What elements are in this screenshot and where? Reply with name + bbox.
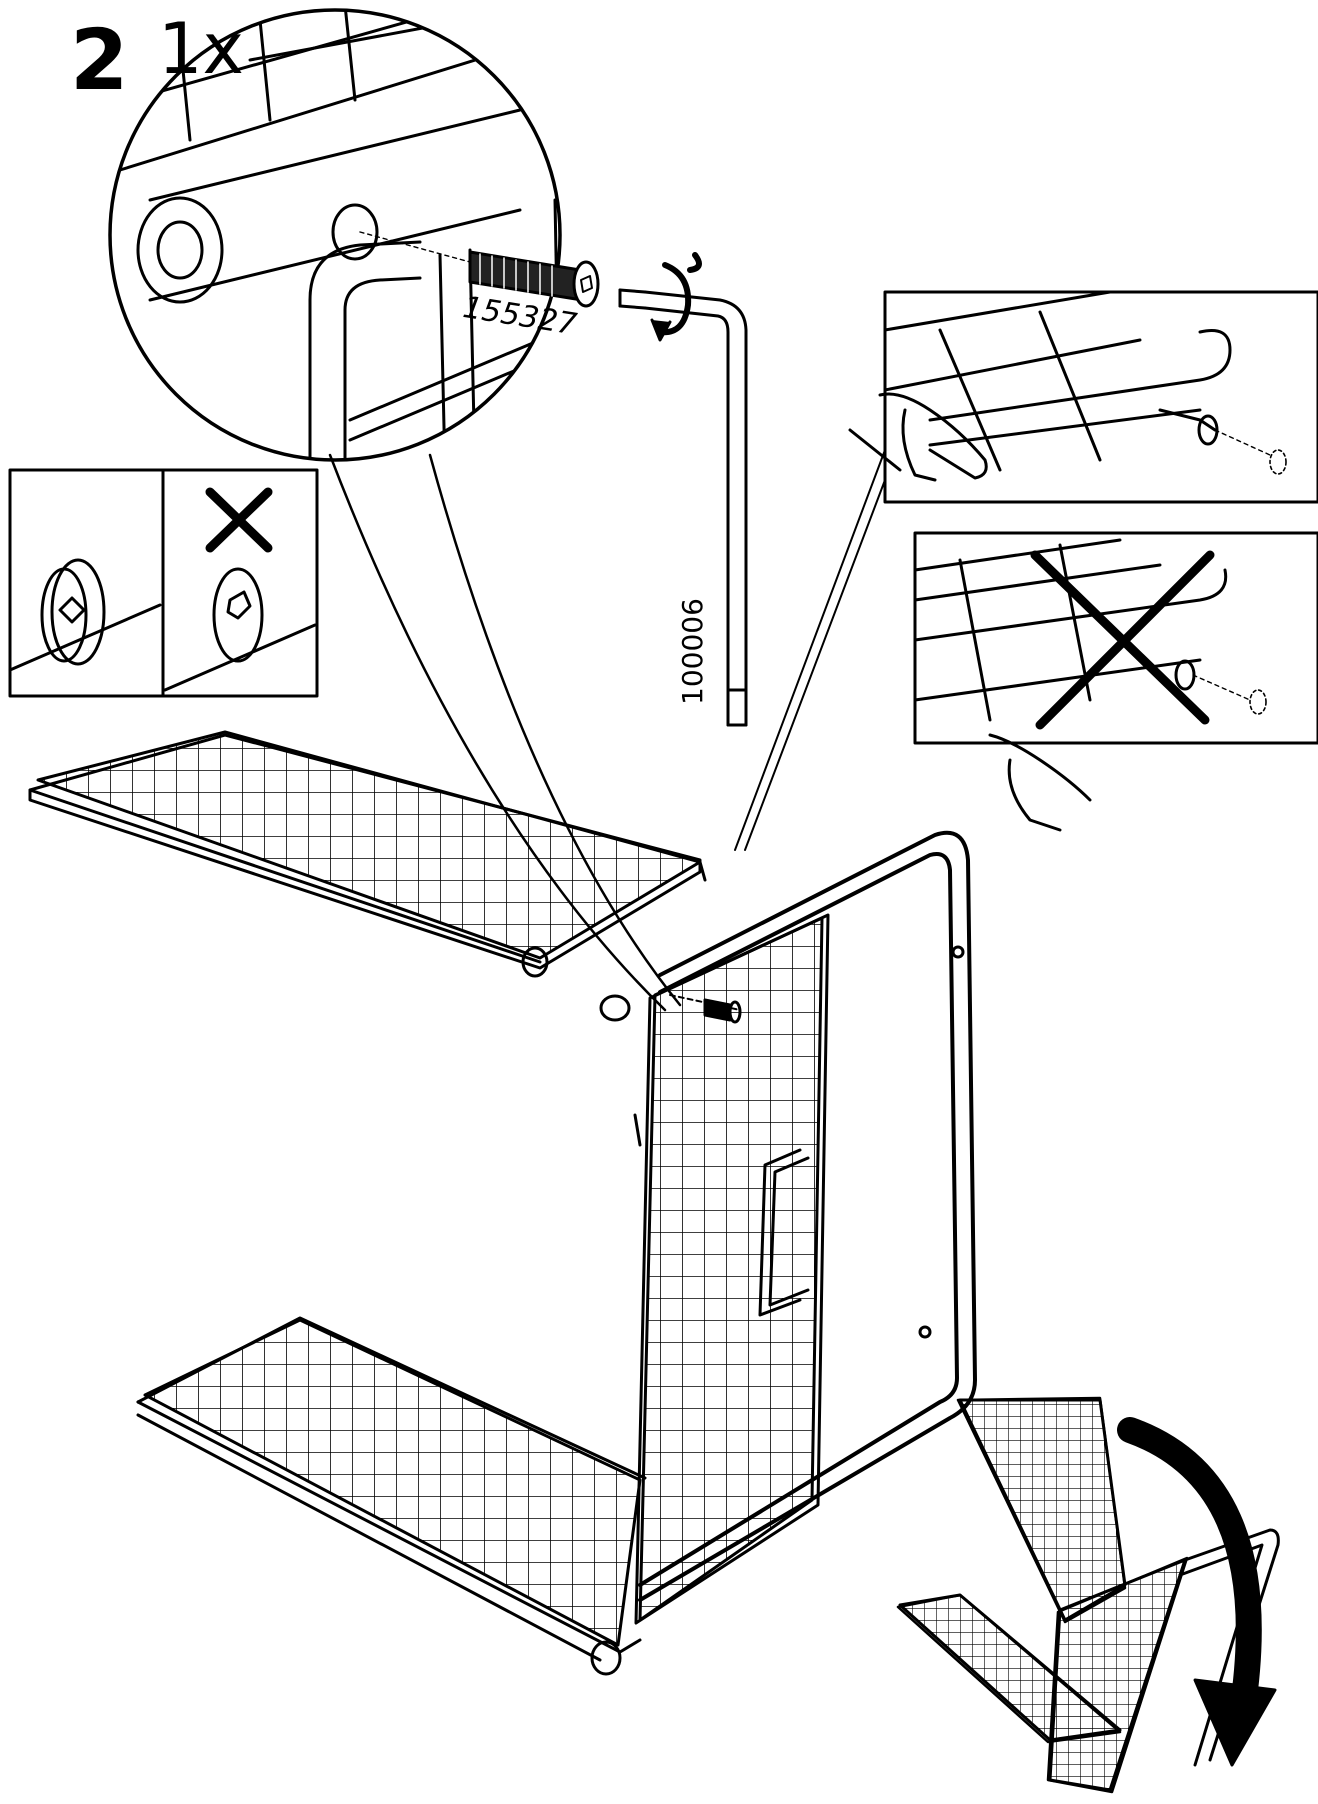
side-mesh-panel: [633, 913, 830, 1625]
allen-key-part: [618, 252, 748, 727]
detail-magnifier: [108, 8, 562, 462]
frame-screw: [669, 994, 742, 1024]
middle-right-detail-wrong: [913, 531, 1318, 832]
magnifier-leader: [328, 453, 682, 1012]
side-frame: [599, 830, 977, 1602]
upper-shelf: [28, 730, 707, 978]
cap-orientation-panels: [8, 468, 319, 698]
screw-part: [468, 250, 600, 308]
step-number: 2: [70, 11, 129, 109]
allen-key-article-number: 100006: [676, 598, 709, 705]
top-right-detail-correct: [848, 290, 1318, 504]
rotated-unit-thumbnail: [896, 1396, 1280, 1794]
x-mark-icon: [205, 487, 273, 553]
lower-shelf: [136, 1316, 647, 1676]
wrong-cross-icon: [1030, 550, 1215, 730]
rotate-arrow-icon: [1117, 1417, 1277, 1767]
